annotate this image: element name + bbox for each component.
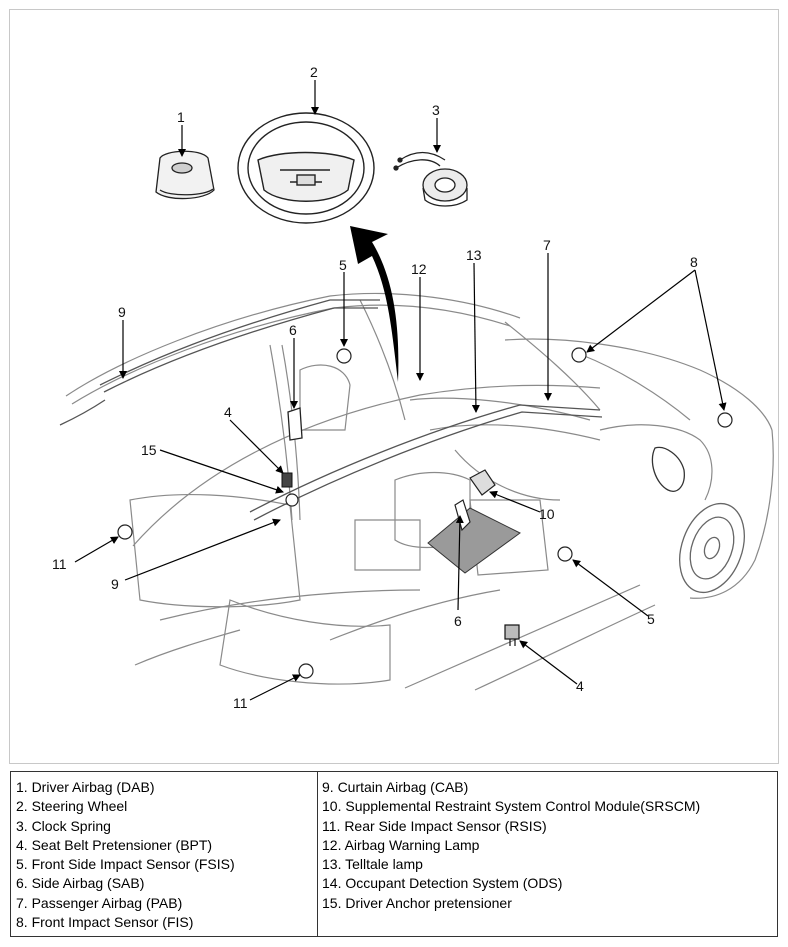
legend-item-13: 13. Telltale lamp bbox=[322, 856, 423, 873]
front-side-impact-sensor-upper bbox=[336, 348, 352, 364]
legend-item-8: 8. Front Impact Sensor (FIS) bbox=[16, 914, 194, 931]
sensor-markers bbox=[117, 347, 733, 679]
front-impact-sensor-left bbox=[571, 347, 587, 363]
legend-item-10: 10. Supplemental Restraint System Contro… bbox=[322, 798, 701, 815]
srscm-module-drawing bbox=[469, 469, 496, 496]
parts-legend-table: 1. Driver Airbag (DAB) 2. Steering Wheel… bbox=[10, 771, 778, 937]
callout-9-upper: 9 bbox=[118, 304, 126, 320]
callout-6-lower: 6 bbox=[454, 613, 462, 629]
rear-side-impact-sensor-upper bbox=[117, 524, 133, 540]
callout-11-upper: 11 bbox=[52, 556, 67, 572]
callout-4-upper: 4 bbox=[224, 404, 232, 420]
legend-column-right: 9. Curtain Airbag (CAB) 10. Supplemental… bbox=[318, 772, 777, 936]
clock-spring-drawing bbox=[393, 151, 468, 207]
front-side-impact-sensor-lower bbox=[557, 546, 573, 562]
front-impact-sensor-right bbox=[717, 412, 733, 428]
callout-10: 10 bbox=[539, 506, 555, 522]
diagram-frame bbox=[9, 9, 779, 764]
front-wheel-drawing bbox=[679, 502, 745, 594]
callout-7: 7 bbox=[543, 237, 551, 253]
legend-item-4: 4. Seat Belt Pretensioner (BPT) bbox=[16, 836, 213, 853]
callout-2: 2 bbox=[310, 64, 318, 80]
callout-13: 13 bbox=[466, 247, 482, 263]
rear-side-impact-sensor-lower bbox=[298, 663, 314, 679]
legend-column-left: 1. Driver Airbag (DAB) 2. Steering Wheel… bbox=[11, 772, 318, 936]
legend-item-14: 14. Occupant Detection System (ODS) bbox=[322, 875, 563, 892]
side-airbag-upper-drawing bbox=[287, 407, 303, 441]
steering-assembly-arrow bbox=[350, 226, 399, 382]
callout-3: 3 bbox=[432, 102, 440, 118]
callout-11-lower: 11 bbox=[233, 695, 248, 711]
driver-anchor-pretensioner-drawing bbox=[285, 493, 299, 507]
callout-9-lower: 9 bbox=[111, 576, 119, 592]
callout-8: 8 bbox=[690, 254, 698, 270]
callout-1: 1 bbox=[177, 109, 185, 125]
seat-belt-pretensioner-upper bbox=[281, 472, 293, 488]
seat-belt-pretensioner-lower bbox=[504, 624, 520, 646]
side-mirror-drawing bbox=[651, 446, 685, 492]
legend-item-6: 6. Side Airbag (SAB) bbox=[16, 875, 145, 892]
legend-item-2: 2. Steering Wheel bbox=[16, 798, 128, 815]
callout-5-lower: 5 bbox=[647, 611, 655, 627]
driver-airbag-drawing bbox=[155, 150, 215, 200]
legend-item-9: 9. Curtain Airbag (CAB) bbox=[322, 779, 469, 795]
callout-15: 15 bbox=[141, 442, 157, 458]
legend-item-12: 12. Airbag Warning Lamp bbox=[322, 836, 480, 853]
callout-12: 12 bbox=[411, 261, 427, 277]
legend-item-5: 5. Front Side Impact Sensor (FSIS) bbox=[16, 856, 235, 873]
legend-item-7: 7. Passenger Airbag (PAB) bbox=[16, 894, 183, 911]
leader-lines bbox=[74, 80, 727, 701]
steering-wheel-drawing bbox=[237, 112, 375, 224]
callout-4-lower: 4 bbox=[576, 678, 584, 694]
callout-numbers: 1 2 3 4 4 5 5 6 6 7 8 9 9 10 11 11 12 13… bbox=[52, 64, 698, 711]
legend-item-11: 11. Rear Side Impact Sensor (RSIS) bbox=[322, 817, 547, 834]
callout-6-upper: 6 bbox=[289, 322, 297, 338]
callout-5-upper: 5 bbox=[339, 257, 347, 273]
legend-item-1: 1. Driver Airbag (DAB) bbox=[16, 779, 155, 795]
curtain-airbag-drawing bbox=[59, 299, 603, 521]
legend-item-3: 3. Clock Spring bbox=[16, 817, 111, 834]
legend-item-15: 15. Driver Anchor pretensioner bbox=[322, 894, 512, 911]
occupant-detection-mat bbox=[427, 507, 521, 574]
